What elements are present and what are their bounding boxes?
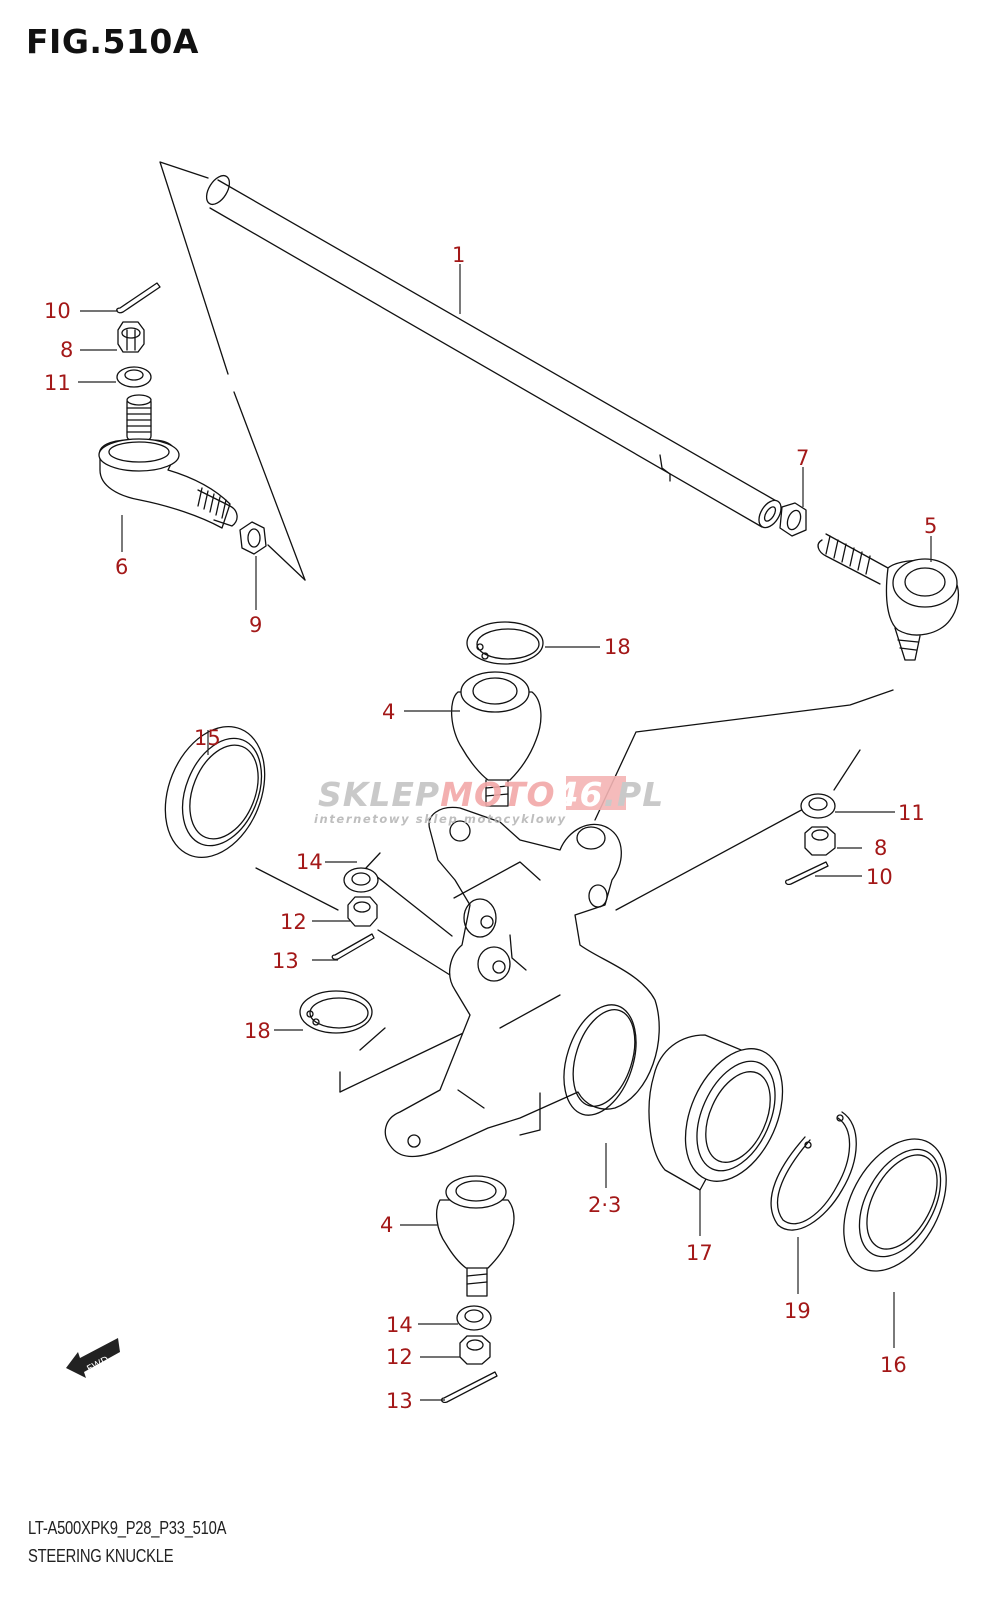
callout-18: 18 — [244, 1019, 271, 1043]
figure-name: STEERING KNUCKLE — [28, 1546, 174, 1566]
callout-11: 11 — [44, 371, 71, 395]
svg-text:SKLEPMOTO46.PL: SKLEPMOTO46.PL — [318, 775, 664, 814]
oil-seal-inner-part[interactable] — [147, 712, 283, 873]
callout-14: 14 — [386, 1313, 413, 1337]
wheel-bearing-part[interactable] — [648, 1034, 802, 1197]
cotter-pin-right-part[interactable] — [784, 861, 829, 886]
callout-5: 5 — [924, 514, 937, 538]
callout-1: 1 — [452, 243, 465, 267]
castle-nut-upper-part[interactable] — [347, 896, 378, 927]
cotter-pin-left-part[interactable] — [116, 282, 161, 314]
callout-9: 9 — [249, 613, 262, 637]
callout-4: 4 — [382, 700, 395, 724]
callout-4: 4 — [380, 1213, 393, 1237]
watermark-moto: MOTO — [440, 775, 555, 814]
leader-lines — [78, 264, 932, 1401]
castle-nut-right-part[interactable] — [804, 826, 836, 856]
assembly-guide-lines — [159, 161, 894, 1093]
callout-8: 8 — [874, 836, 887, 860]
callout-2-3: 2·3 — [588, 1193, 621, 1217]
callout-8: 8 — [60, 338, 73, 362]
cotter-pin-upper-part[interactable] — [331, 933, 375, 961]
watermark-pl: .PL — [604, 775, 665, 814]
ball-joint-lower-part[interactable] — [435, 1175, 515, 1297]
callout-19: 19 — [784, 1299, 811, 1323]
steering-knuckle-part[interactable] — [384, 806, 660, 1158]
ball-joint-upper-part[interactable] — [450, 671, 542, 807]
callout-10: 10 — [44, 299, 71, 323]
washer-right-part[interactable] — [800, 793, 836, 819]
castle-nut-lower-part[interactable] — [459, 1335, 491, 1365]
tie-rod-end-left-part[interactable] — [98, 394, 238, 529]
oil-seal-outer-part[interactable] — [823, 1122, 967, 1289]
callout-13: 13 — [386, 1389, 413, 1413]
forward-arrow-icon: FWD — [66, 1338, 120, 1378]
tie-rod-part[interactable] — [202, 172, 786, 532]
watermark-tagline: internetowy sklep motocyklowy — [314, 812, 567, 826]
callout-6: 6 — [115, 555, 128, 579]
cotter-pin-lower-part[interactable] — [440, 1371, 498, 1404]
callout-11: 11 — [898, 801, 925, 825]
washer-upper-part[interactable] — [343, 867, 379, 893]
circlip-lower-part[interactable] — [299, 990, 373, 1034]
callout-15: 15 — [194, 726, 221, 750]
callout-7: 7 — [796, 446, 809, 470]
castle-nut-left-part[interactable] — [117, 321, 145, 353]
circlip-upper-part[interactable] — [466, 621, 544, 665]
model-code: LT-A500XPK9_P28_P33_510A — [28, 1518, 227, 1538]
watermark: SKLEPMOTO46.PL internetowy sklep motocyk… — [314, 775, 664, 826]
tie-rod-end-right-part[interactable] — [817, 533, 960, 661]
watermark-46-badge — [566, 776, 626, 810]
callout-13: 13 — [272, 949, 299, 973]
lock-nut-left-part[interactable] — [239, 521, 267, 555]
watermark-sklep: SKLEP — [318, 775, 440, 814]
washer-left-part[interactable] — [116, 366, 152, 388]
circlip-bearing-part[interactable] — [770, 1111, 857, 1231]
callout-12: 12 — [386, 1345, 413, 1369]
callout-12: 12 — [280, 910, 307, 934]
callout-14: 14 — [296, 850, 323, 874]
watermark-46: 46 — [555, 775, 604, 814]
callout-18: 18 — [604, 635, 631, 659]
figure-title: FIG.510A — [26, 22, 199, 61]
washer-lower-part[interactable] — [456, 1305, 492, 1331]
callout-17: 17 — [686, 1241, 713, 1265]
lock-nut-right-part[interactable] — [779, 502, 807, 537]
callout-16: 16 — [880, 1353, 907, 1377]
callout-10: 10 — [866, 865, 893, 889]
callout-labels: 1 10 8 11 6 9 7 5 18 4 15 11 8 10 14 12 … — [44, 243, 937, 1413]
